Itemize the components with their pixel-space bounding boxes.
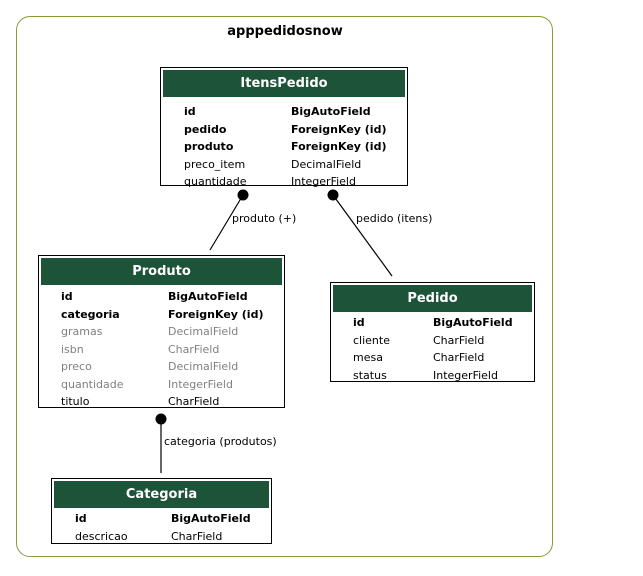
field-row: id BigAutoField (39, 288, 284, 306)
field-type: IntegerField (291, 175, 356, 188)
field-name: pedido (184, 122, 227, 136)
field-name: produto (184, 140, 234, 153)
field-name: status (353, 368, 387, 382)
field-name: titulo (61, 395, 90, 408)
field-type: ForeignKey (id) (291, 122, 387, 136)
field-name: preco (61, 360, 92, 373)
model-title: ItensPedido (163, 70, 405, 97)
field-type: BigAutoField (168, 290, 248, 303)
model-title: Produto (41, 258, 282, 285)
edge-label-pedido: pedido (itens) (356, 212, 433, 225)
field-name: id (75, 512, 87, 525)
field-type: CharField (433, 351, 485, 364)
field-type: BigAutoField (433, 316, 513, 329)
field-name: descricao (75, 529, 128, 543)
field-row: preco DecimalField (39, 358, 284, 376)
field-type: CharField (168, 395, 220, 408)
field-row: id BigAutoField (52, 510, 271, 528)
field-type: BigAutoField (291, 105, 371, 118)
field-row: status IntegerField (331, 367, 534, 385)
field-row: id BigAutoField (331, 314, 534, 332)
field-type: CharField (171, 529, 223, 543)
edge-label-categoria: categoria (produtos) (164, 435, 277, 448)
field-type: ForeignKey (id) (291, 140, 387, 153)
field-type: DecimalField (168, 325, 239, 338)
field-name: isbn (61, 342, 84, 356)
field-name: mesa (353, 351, 383, 364)
app-frame (16, 16, 553, 557)
field-row: pedido ForeignKey (id) (161, 121, 407, 139)
model-title: Categoria (54, 481, 269, 508)
field-type: DecimalField (291, 157, 362, 171)
edge-itens-produto-dot (237, 189, 249, 201)
field-name: quantidade (61, 377, 124, 391)
field-row: cliente CharField (331, 332, 534, 350)
field-type: CharField (433, 333, 485, 347)
field-name: id (184, 105, 196, 118)
model-categoria[interactable]: Categoria id BigAutoField descricao Char… (51, 478, 272, 544)
field-row: preco_item DecimalField (161, 156, 407, 174)
model-pedido[interactable]: Pedido id BigAutoField cliente CharField… (330, 282, 535, 382)
field-row: titulo CharField (39, 393, 284, 411)
model-itenspedido[interactable]: ItensPedido id BigAutoField pedido Forei… (160, 67, 408, 188)
field-name: id (61, 290, 73, 303)
field-type: CharField (168, 342, 220, 356)
field-type: DecimalField (168, 360, 239, 373)
app-title: apppedidosnow (227, 24, 343, 39)
field-row: produto ForeignKey (id) (161, 138, 407, 156)
edge-itens-pedido (332, 194, 393, 277)
field-row: quantidade IntegerField (39, 376, 284, 394)
edge-label-produto: produto (+) (232, 212, 297, 225)
field-name: cliente (353, 333, 390, 347)
field-type: ForeignKey (id) (168, 307, 264, 321)
field-row: mesa CharField (331, 349, 534, 367)
field-type: BigAutoField (171, 512, 251, 525)
field-name: id (353, 316, 365, 329)
field-name: gramas (61, 325, 103, 338)
model-title: Pedido (333, 285, 532, 312)
model-produto[interactable]: Produto id BigAutoField categoria Foreig… (38, 255, 285, 408)
field-row: gramas DecimalField (39, 323, 284, 341)
field-type: IntegerField (433, 368, 498, 382)
edge-itens-pedido-dot (327, 189, 339, 201)
edge-itens-produto (209, 194, 244, 251)
field-row: quantidade IntegerField (161, 173, 407, 191)
field-row: categoria ForeignKey (id) (39, 306, 284, 324)
field-row: id BigAutoField (161, 103, 407, 121)
field-name: categoria (61, 307, 120, 321)
edge-produto-categoria-dot (155, 413, 167, 425)
field-name: quantidade (184, 175, 247, 188)
field-type: IntegerField (168, 377, 233, 391)
field-row: descricao CharField (52, 528, 271, 546)
field-name: preco_item (184, 157, 246, 171)
field-row: isbn CharField (39, 341, 284, 359)
